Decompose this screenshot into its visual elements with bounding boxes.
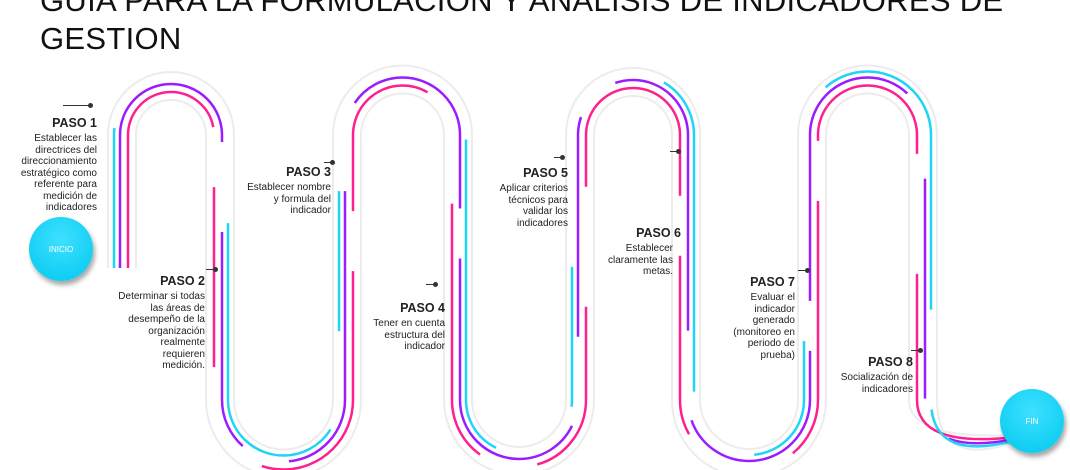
step-8-marker [911,348,923,353]
step-5-text: Aplicar criterios técnicos para validar … [499,183,568,229]
step-2-marker [206,267,218,272]
step-4-text: Tener en cuenta estructura del indicador [373,318,445,352]
step-5: PASO 5 Aplicar criterios técnicos para v… [480,165,568,229]
step-2-title: PASO 2 [160,274,205,288]
step-7-marker [798,268,810,273]
start-circle: INICIO [29,217,93,281]
step-4-title: PASO 4 [400,301,445,315]
step-1: PASO 1 Establecer las directrices del di… [10,115,97,214]
track-lane [135,92,1011,470]
step-6: PASO 6 Establecer claramente las metas. [595,225,681,278]
cyan-lane [112,70,1011,457]
step-5-marker [554,155,565,160]
step-7: PASO 7 Evaluar el indicador generado (mo… [715,274,795,361]
step-3-text: Establecer nombre y formula del indicado… [247,182,331,216]
step-6-text: Establecer claramente las metas. [607,243,673,277]
step-6-title: PASO 6 [636,226,681,240]
track-lane [107,64,1011,451]
step-7-text: Evaluar el indicador generado (monitoreo… [733,292,795,361]
step-3-title: PASO 3 [286,165,331,179]
step-7-title: PASO 7 [750,275,795,289]
step-3: PASO 3 Establecer nombre y formula del i… [240,164,331,217]
end-circle: FIN [1000,389,1064,453]
step-2: PASO 2 Determinar si todas las áreas de … [118,273,205,372]
step-4: PASO 4 Tener en cuenta estructura del in… [360,300,445,353]
step-4-marker [426,282,438,287]
purple-lane [118,76,1011,463]
step-6-marker [670,149,681,154]
pink-lane [126,84,1011,470]
step-1-marker [63,103,93,108]
step-8-text: Socialización de indicadores [840,372,913,395]
step-1-text: Establecer las directrices del direccion… [20,133,97,213]
page-title: GUIA PARA LA FORMULACION Y ANALISIS DE I… [40,0,1004,56]
step-8-title: PASO 8 [868,355,913,369]
step-8: PASO 8 Socialización de indicadores [820,354,913,395]
step-3-marker [324,160,335,165]
step-2-text: Determinar si todas las áreas de desempe… [118,291,205,371]
step-1-title: PASO 1 [52,116,97,130]
step-5-title: PASO 5 [523,166,568,180]
